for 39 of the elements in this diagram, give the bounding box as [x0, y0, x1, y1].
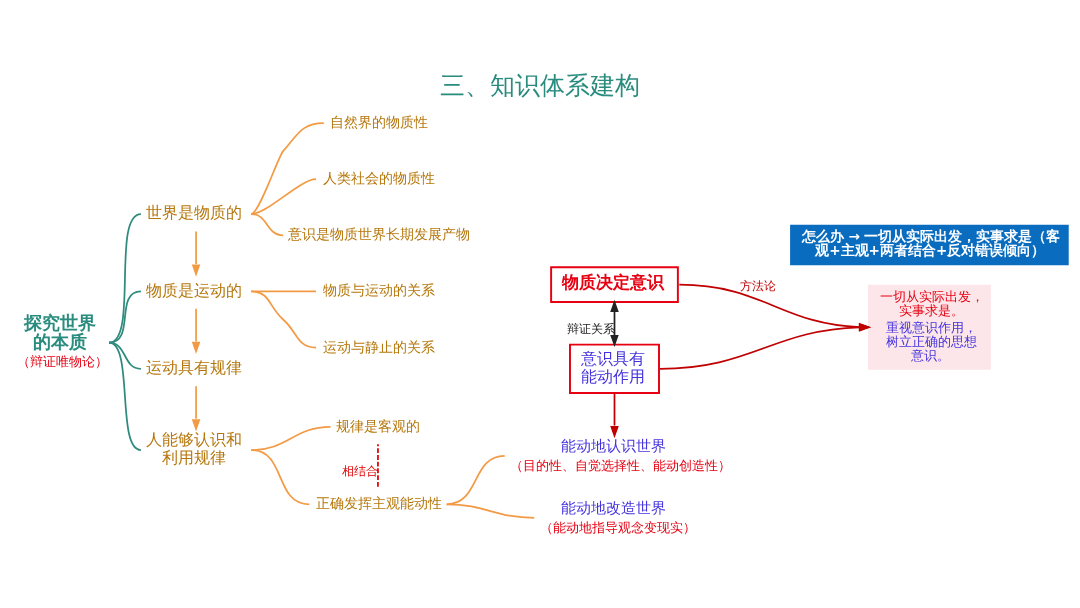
connector [250, 449, 311, 506]
node-text: 探究世界的本质 （辩证唯物论） [17, 312, 109, 370]
node-box: 怎么办 → 一切从实际出发，实事求是（客观+主观+两者结合+反对错误倾向） [790, 224, 1069, 266]
node-text: 能动地改造世界 [560, 498, 666, 517]
arrow [678, 283, 872, 332]
connector [377, 443, 379, 488]
arrow [659, 323, 872, 370]
connector [250, 290, 317, 349]
arrow [191, 230, 201, 277]
node-box: 一切从实际出发，实事求是。 重视意识作用，树立正确的思想意识。 [867, 284, 991, 370]
node-text: 世界是物质的 [145, 203, 242, 223]
diagram-title: 三、知识体系建构 [440, 70, 640, 100]
arrow [610, 392, 619, 439]
node-text: 人类社会的物质性 [322, 170, 435, 187]
node-text: 运动具有规律 [145, 358, 242, 378]
node-text: 意识是物质世界长期发展产物 [287, 226, 470, 243]
node-text: 运动与静止的关系 [322, 338, 435, 355]
node-text: 自然界的物质性 [329, 114, 428, 131]
node-text: 人能够认识和利用规律 [145, 429, 242, 468]
arrow [191, 385, 201, 432]
node-text: 规律是客观的 [336, 417, 421, 434]
node-text: 物质与运动的关系 [322, 282, 435, 299]
connector [250, 213, 284, 237]
node-box: 意识具有能动作用 [569, 343, 660, 394]
connector [250, 122, 325, 215]
node-text: 能动地认识世界 [561, 436, 667, 455]
edge-label: 辩证关系 [566, 322, 615, 337]
connector [108, 341, 142, 451]
node-text: 正确发挥主观能动性 [316, 495, 443, 512]
connector [445, 503, 536, 519]
node-box: 物质决定意识 [550, 266, 679, 304]
node-text: 物质是运动的 [145, 280, 242, 300]
node-label: （目的性、自觉选择性、能动创造性） [510, 457, 732, 473]
edge-label: 方法论 [739, 279, 776, 294]
arrow [191, 307, 201, 355]
edge-label: 相结合 [342, 463, 379, 478]
node-label: （能动地指导观念变现实） [540, 519, 696, 535]
connector [108, 213, 142, 344]
arrow [610, 299, 619, 348]
